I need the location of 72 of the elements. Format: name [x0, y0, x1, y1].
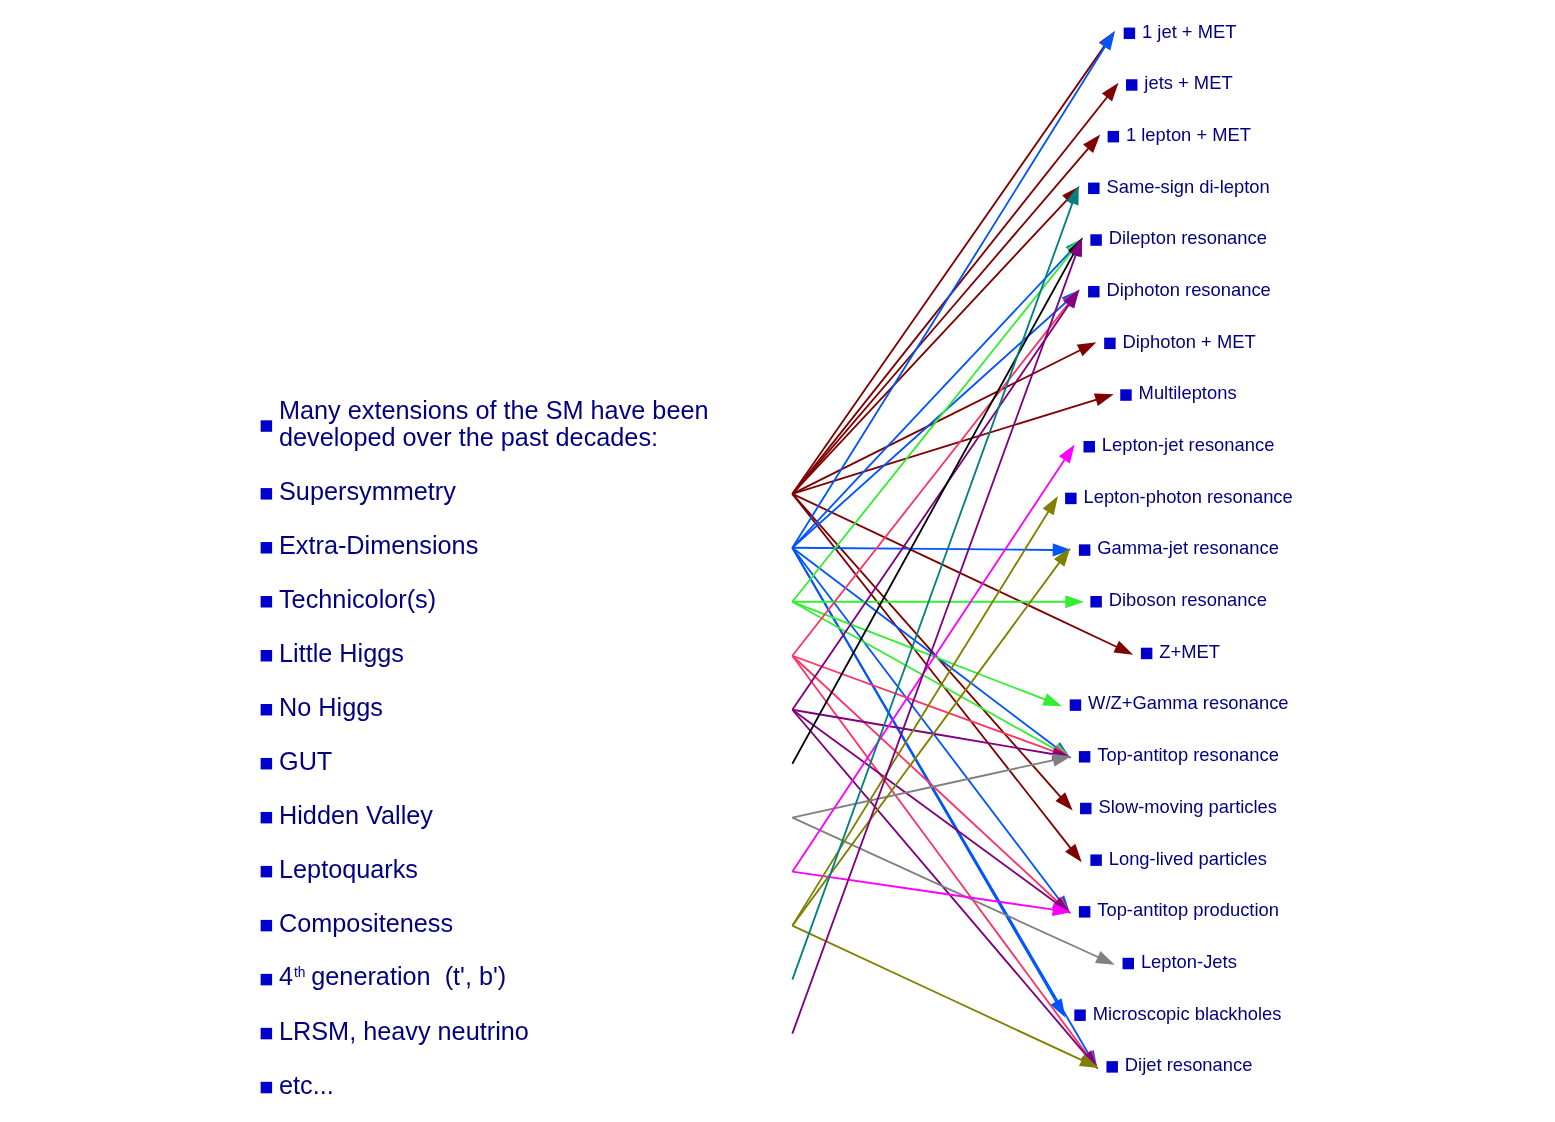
node-label: Same-sign di-lepton	[1105, 175, 1270, 197]
node-box	[1078, 906, 1090, 918]
node-label: Long-lived particles	[1108, 847, 1267, 869]
node-label: Lepton-Jets	[1140, 950, 1237, 972]
node-box	[1069, 699, 1081, 711]
label: Many extensions of the SM have been developed over the past decades:	[278, 395, 709, 452]
node-box	[1105, 1061, 1118, 1073]
node-label: Gamma-jet resonance	[1096, 537, 1279, 559]
node-label: 4$^{th}$ generation (t', b')	[278, 961, 506, 990]
node-label: Multileptons	[1138, 382, 1237, 404]
arrow	[790, 492, 1133, 655]
node-box	[1122, 957, 1134, 970]
label: etc...	[278, 1070, 334, 1099]
node-box	[1089, 596, 1102, 608]
node-label: GUT	[278, 747, 332, 776]
node-label: Lepton-photon resonance	[1082, 485, 1293, 507]
node-box	[260, 596, 272, 608]
node-label: Compositeness	[278, 909, 453, 938]
node-label: W/Z+Gamma resonance	[1087, 692, 1289, 714]
node-label: Dijet resonance	[1124, 1054, 1252, 1076]
node-label: Lepton-jet resonance	[1101, 434, 1274, 456]
node-box	[1083, 441, 1095, 453]
node-box	[1140, 647, 1152, 660]
node-label: Diphoton + MET	[1122, 330, 1256, 352]
node-label: Slow-moving particles	[1097, 795, 1277, 817]
node-label: Diboson resonance	[1108, 589, 1267, 611]
arrow	[790, 816, 1115, 965]
arrow	[790, 444, 1075, 873]
node-label: Hidden Valley	[278, 801, 433, 830]
node-label: Top-antitop production	[1096, 899, 1279, 921]
node-box	[260, 650, 272, 662]
node-label: Leptoquarks	[278, 855, 418, 884]
node-label: Dilepton resonance	[1108, 227, 1267, 249]
node-box	[260, 542, 272, 554]
node-label: 1 lepton + MET	[1125, 124, 1251, 146]
node-label: LRSM, heavy neutrino	[278, 1017, 529, 1046]
node-box	[1078, 751, 1090, 763]
node-box	[260, 919, 272, 932]
node-box	[260, 865, 272, 878]
node-label: Technicolor(s)	[278, 585, 436, 614]
node-box	[1107, 130, 1119, 143]
node-box	[260, 1027, 272, 1040]
node-label: Diphoton resonance	[1105, 279, 1271, 301]
node-box	[1087, 285, 1100, 298]
node-box	[260, 704, 272, 716]
node-box	[260, 757, 272, 770]
node-box	[1073, 1009, 1086, 1021]
node-box	[260, 488, 272, 500]
node-box	[1103, 337, 1116, 350]
node-box	[1087, 182, 1100, 195]
node-label: No Higgs	[278, 693, 383, 722]
node-box	[260, 973, 272, 986]
node-box	[1079, 802, 1091, 815]
node-label: jets + MET	[1143, 72, 1233, 94]
node-label: Extra-Dimensions	[278, 531, 478, 560]
node-label: Microscopic blackholes	[1092, 1002, 1281, 1024]
arrow	[790, 492, 1082, 863]
node-box	[260, 811, 272, 824]
node-box	[1064, 492, 1077, 505]
node-box	[1078, 544, 1090, 556]
node-box	[1089, 854, 1102, 866]
arrow	[790, 134, 1100, 495]
arrow	[790, 753, 1071, 819]
node-label: Top-antitop resonance	[1096, 744, 1279, 766]
node-label: Supersymmetry	[278, 477, 456, 506]
node-box	[1119, 389, 1132, 401]
node-box	[1125, 79, 1137, 91]
node-label: Little Higgs	[278, 639, 404, 668]
node-box	[1123, 27, 1135, 40]
node-label: Z+MET	[1158, 640, 1220, 662]
node-box	[1089, 234, 1102, 246]
node-label: 1 jet + MET	[1141, 20, 1236, 42]
